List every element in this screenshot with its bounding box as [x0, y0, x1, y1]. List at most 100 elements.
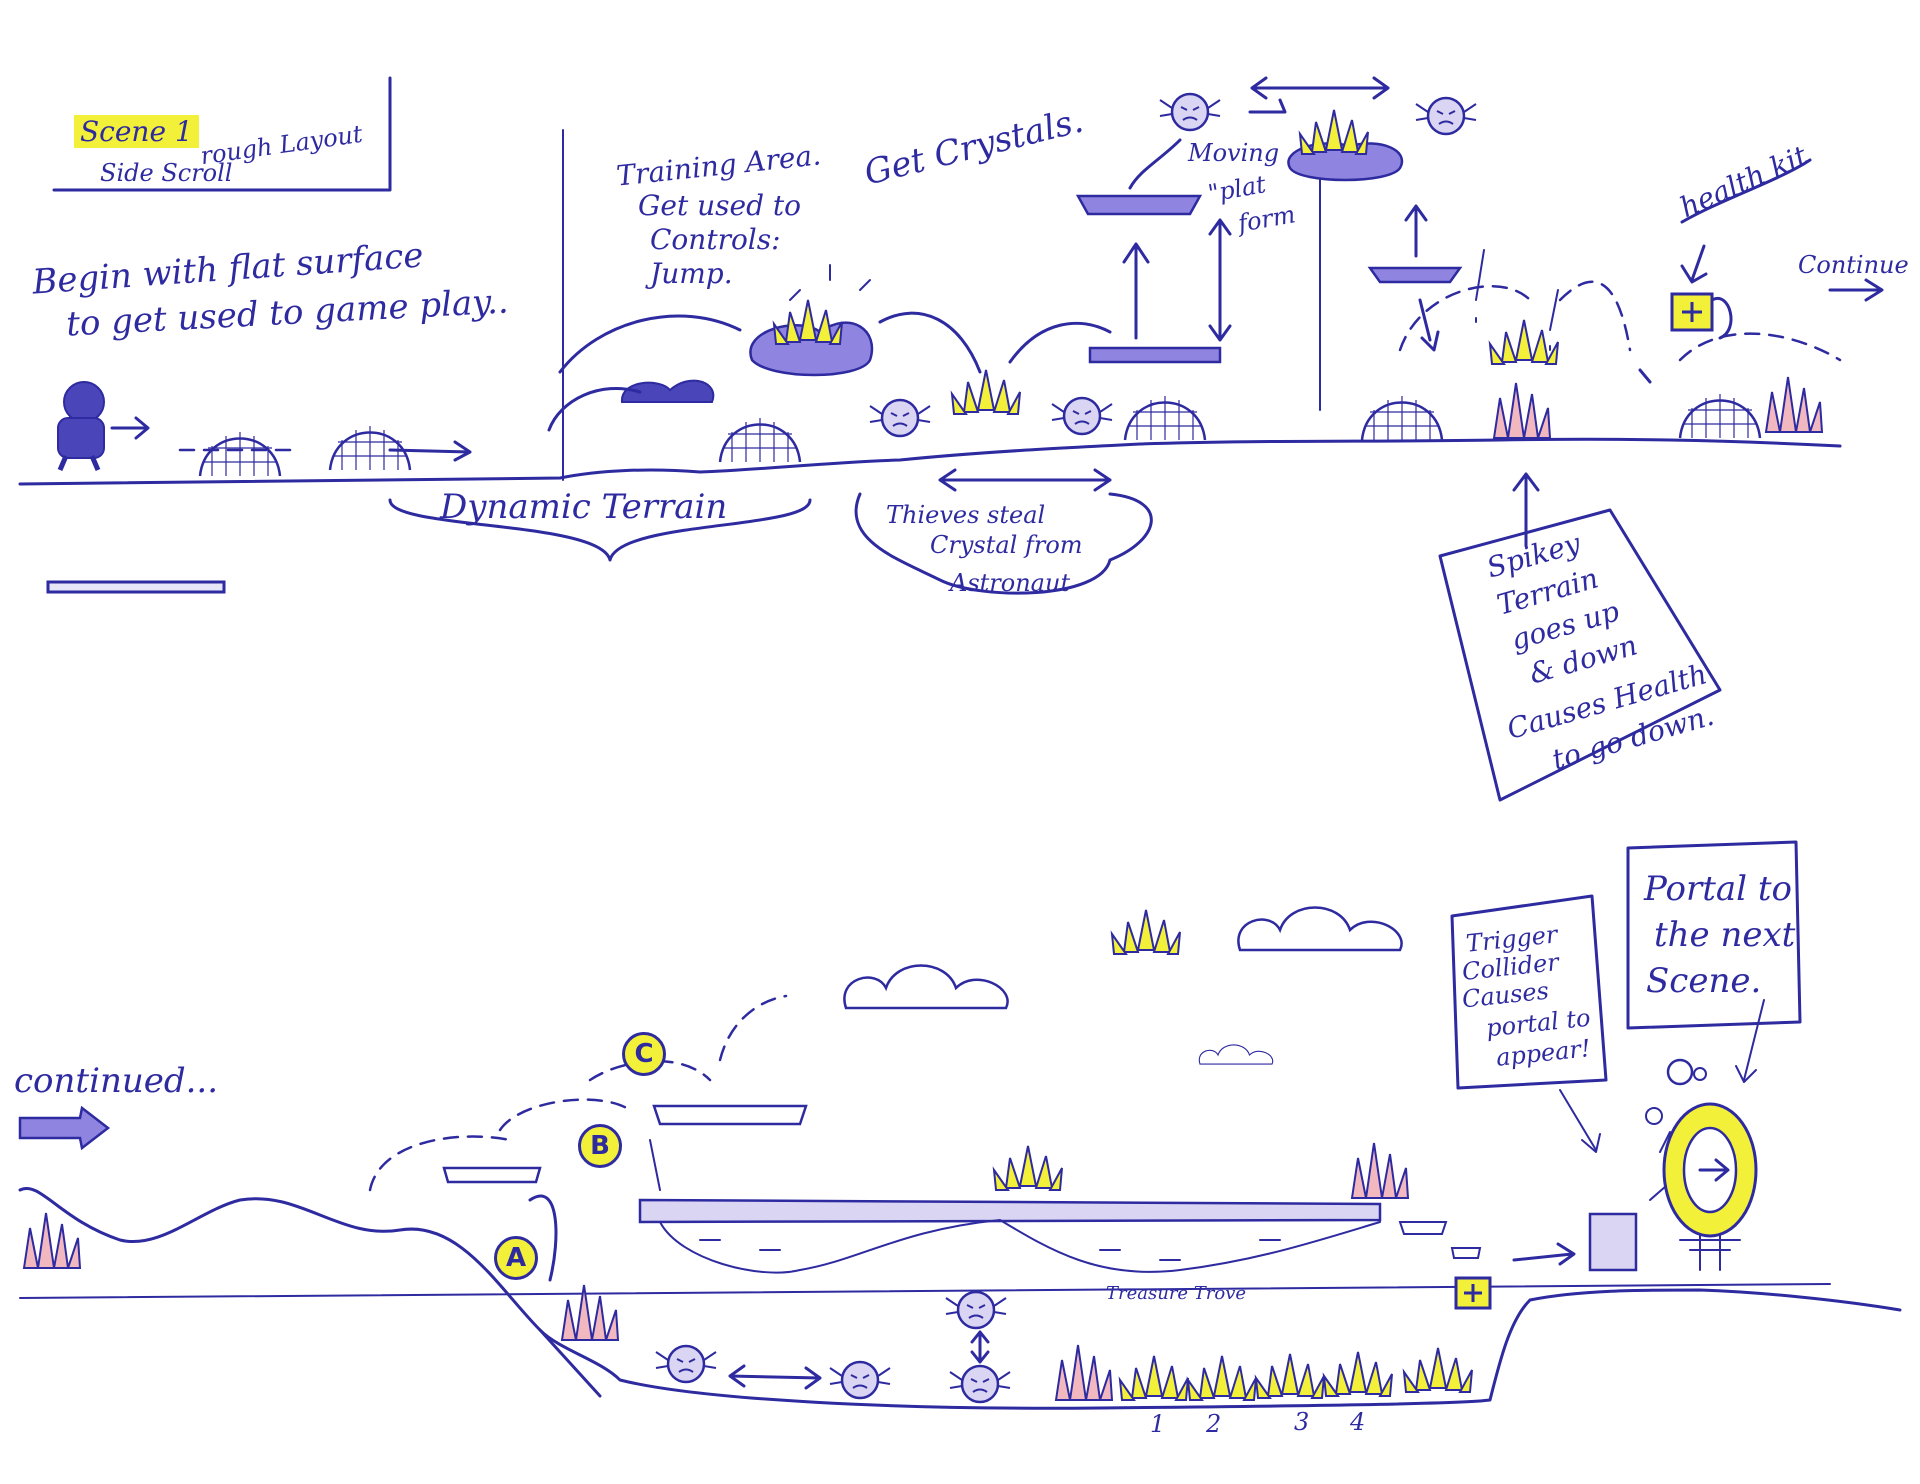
thieves-note-bubble: [854, 492, 1153, 595]
bridge-platform: [638, 1198, 1382, 1224]
jump-arc: [1398, 285, 1532, 352]
thief-creature-icon: [1158, 92, 1222, 132]
thief-creature-icon: [868, 398, 932, 438]
jump-arc: [718, 994, 788, 1062]
portal-note-line3: Scene.: [1646, 961, 1762, 1001]
continued-arrow-icon: [18, 1105, 111, 1151]
marker-a-arc: [528, 1194, 558, 1282]
training-note-line3: Controls:: [650, 223, 781, 256]
jump-arc: [547, 386, 642, 432]
dynamic-terrain-brace: [388, 498, 812, 562]
continue-arrow: [1828, 278, 1884, 302]
floating-platform: [442, 1166, 542, 1184]
terrain-hill: [1123, 394, 1207, 442]
patrol-arrow: [728, 1364, 822, 1390]
crystal-cluster-icon: [1299, 109, 1369, 155]
health-kit-icon: [1670, 292, 1714, 332]
spike-plant-icon: [23, 1212, 81, 1269]
cloud-platform-dark: [620, 379, 715, 403]
trigger-collider-box: [1588, 1212, 1638, 1272]
portal-ring-icon: [1662, 1102, 1758, 1271]
treasure-number-1: 1: [1150, 1410, 1166, 1438]
treasure-number-3: 3: [1294, 1408, 1310, 1436]
bottom-ground-line: [18, 1187, 1902, 1410]
exclaim-mark: [1475, 249, 1485, 323]
vertical-move-arrow: [970, 1330, 990, 1364]
health-kit-strap: [1710, 296, 1733, 340]
treasure-number-2: 2: [1206, 1410, 1222, 1438]
platform-sample: [46, 580, 226, 594]
path-arrow: [388, 440, 472, 462]
bottom-horizon-line: [19, 1283, 1831, 1299]
treasure-number-4: 4: [1350, 1408, 1366, 1436]
fall-arrow: [1418, 298, 1440, 352]
up-arrow: [1512, 472, 1540, 548]
crystal-cluster-icon: [1187, 1355, 1257, 1401]
cloud-icon: [843, 964, 1009, 1010]
tick-mark: [1638, 368, 1652, 384]
thieves-note-line1: Thieves steal: [886, 501, 1046, 529]
crystal-cluster-icon: [951, 369, 1021, 415]
crystal-cluster-icon: [1403, 1347, 1473, 1393]
bubble-icon: [1693, 1067, 1707, 1081]
health-kit-arrow: [1680, 244, 1708, 284]
portal-note-line1: Portal to: [1644, 869, 1792, 909]
jump-arc: [878, 311, 982, 374]
patrol-arrow: [938, 468, 1112, 492]
thieves-note-line2: Crystal from: [930, 531, 1083, 559]
vertical-move-arrow: [1208, 218, 1232, 342]
up-arrow: [1404, 204, 1428, 258]
continue-note: Continue: [1798, 251, 1909, 279]
bubble-icon: [1645, 1107, 1663, 1125]
moving-note: Moving: [1188, 139, 1280, 167]
jump-arc: [498, 1098, 632, 1132]
scene-subtitle-2: Side Scroll: [100, 159, 233, 187]
training-note-line4: Jump.: [650, 257, 733, 290]
crystal-cluster-icon: [1489, 319, 1559, 365]
jump-arc: [1558, 280, 1632, 352]
marker-c: C: [622, 1032, 666, 1076]
terrain-hill: [328, 424, 412, 472]
thief-creature-icon: [944, 1290, 1008, 1330]
floating-platform-tiny: [1450, 1247, 1482, 1259]
crystal-cluster-icon: [1111, 909, 1181, 955]
continued-note: continued...: [14, 1061, 219, 1101]
spikey-note-box: [1438, 508, 1722, 802]
floating-platform-small: [1367, 266, 1463, 284]
title-box-frame: [52, 76, 392, 192]
thieves-note-line3: Astronaut: [950, 569, 1071, 597]
moving-platform-upper: [1075, 194, 1203, 216]
spike-plant-icon: [1765, 376, 1823, 433]
portal-arrow: [1735, 999, 1765, 1083]
sparkle-lines: [1649, 1131, 1671, 1201]
bridge-underside: [659, 1219, 1381, 1274]
exclaim-mark: [1549, 289, 1559, 351]
thief-creature-icon: [948, 1364, 1012, 1404]
cloud-icon: [1198, 1044, 1274, 1065]
terrain-hill: [1360, 394, 1444, 442]
trigger-arrow: [1559, 1089, 1601, 1153]
jump-arc: [1008, 321, 1112, 364]
floating-platform-tiny: [1398, 1221, 1448, 1235]
sparkle-lines: [789, 264, 871, 301]
cloud-icon: [1237, 906, 1403, 952]
trove-wall: [538, 1328, 602, 1398]
spike-plant-icon: [1493, 382, 1551, 439]
portal-note-box: [1626, 840, 1802, 1030]
crystal-cluster-icon: [1255, 1353, 1325, 1399]
thief-creature-icon: [1414, 96, 1478, 136]
portal-note-line2: the next: [1654, 915, 1796, 955]
top-ground-line: [18, 437, 1842, 486]
floating-platform: [652, 1104, 808, 1126]
dynamic-terrain-note: Dynamic Terrain: [440, 487, 728, 527]
jump-arc: [368, 1135, 512, 1192]
training-note-line2: Get used to: [638, 189, 801, 222]
terrain-hill: [718, 416, 802, 464]
move-arrow: [1512, 1242, 1576, 1266]
thief-creature-icon: [1050, 396, 1114, 436]
horizontal-move-arrow: [1250, 76, 1390, 100]
spike-plant-icon: [1351, 1142, 1409, 1199]
down-arrow: [649, 1139, 661, 1191]
health-kit-underline: [1680, 158, 1812, 224]
